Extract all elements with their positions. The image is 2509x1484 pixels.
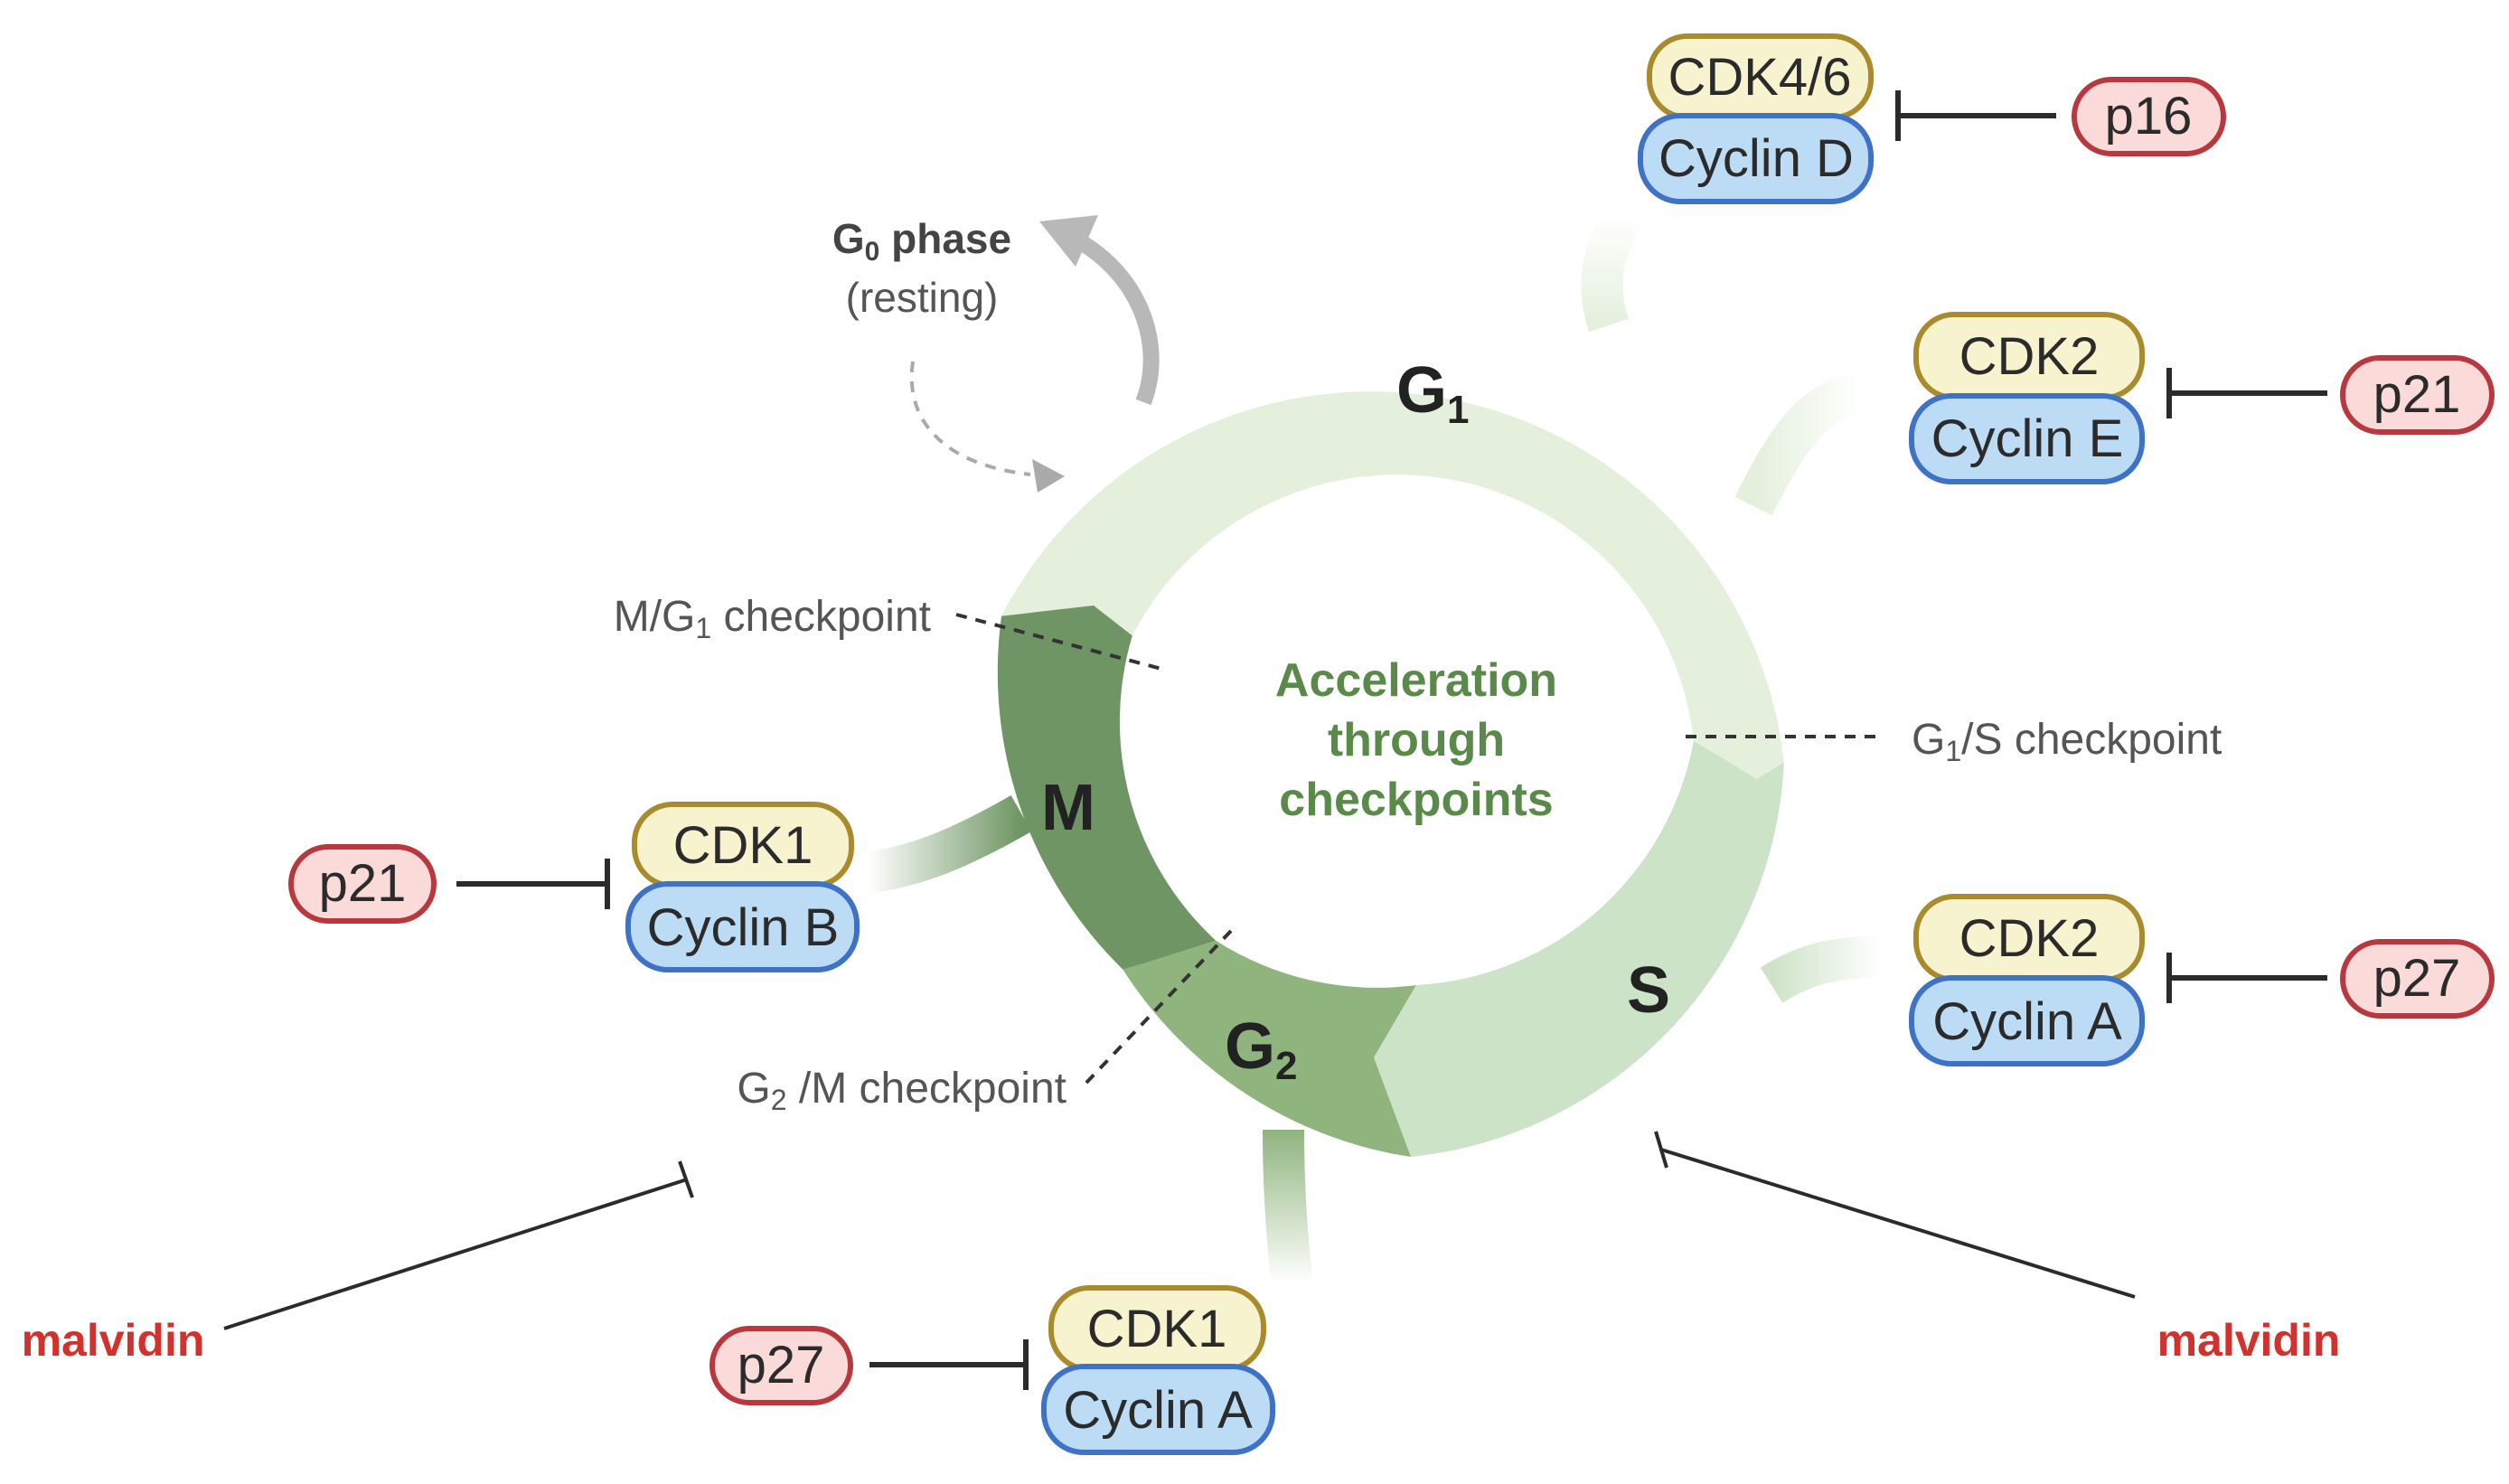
phase-segment-g2: [1123, 940, 1416, 1157]
cyclin-pill-cyclin-e: [1909, 393, 2145, 484]
inhibitor-pill-p21-e: [2340, 355, 2495, 435]
center-label-line2: through: [1328, 714, 1505, 766]
cyclin-label-cyclin-a-bottom: Cyclin A: [1063, 1381, 1253, 1440]
inhibition-line-p27-right: [2166, 953, 2327, 1003]
inhibitor-label-p21-b: p21: [319, 854, 407, 913]
stem-cyclin-a-right: [1760, 935, 1881, 1003]
phase-label-g1: G1: [1396, 354, 1470, 432]
checkpoint-line-g2m: [1083, 929, 1233, 1086]
g0-return-arrow: [909, 361, 1031, 476]
complex-cdk1-cyclin-a: CDK1 Cyclin A p27: [709, 1285, 1275, 1455]
cyclin-pill-cyclin-a-bottom: [1041, 1364, 1275, 1455]
complex-cdk1-cyclin-b: CDK1 Cyclin B p21: [288, 802, 860, 972]
cyclin-label-cyclin-b: Cyclin B: [647, 898, 840, 957]
inhibitor-label-p27-right: p27: [2373, 949, 2461, 1008]
inhibition-line-p27-bottom: [869, 1339, 1029, 1390]
g0-phase-title: G0 phase: [832, 215, 1011, 267]
malvidin-right-label: malvidin: [2157, 1315, 2341, 1366]
cdk-label-cdk2-a: CDK2: [1959, 909, 2100, 968]
center-label-line1: Acceleration: [1275, 654, 1557, 707]
phase-segment-g1: [1001, 391, 1784, 779]
g0-exit-arrowhead: [1039, 215, 1098, 267]
cyclin-pill-cyclin-a-right: [1909, 975, 2145, 1066]
malvidin-right-inhibition-line: [1654, 1131, 2136, 1299]
inhibitor-label-p16: p16: [2105, 87, 2193, 146]
phase-label-g2: G2: [1225, 1010, 1298, 1088]
cyclin-pill-cyclin-d: [1638, 113, 1874, 204]
inhibitor-label-p27-bottom: p27: [738, 1336, 825, 1395]
cyclin-label-cyclin-d: Cyclin D: [1659, 129, 1854, 188]
inhibition-line-p21-e: [2166, 368, 2327, 418]
g0-return-arrowhead: [1032, 459, 1065, 493]
stem-cyclin-e: [1734, 372, 1865, 516]
inhibitor-pill-p27-bottom: [709, 1326, 853, 1405]
complex-cdk46-cyclin-d: CDK4/6 Cyclin D p16: [1638, 33, 2226, 204]
phase-segment-s: [1374, 740, 1784, 1157]
cdk-label-cdk1-b: CDK1: [673, 816, 813, 875]
cdk-label-cdk1-a: CDK1: [1087, 1300, 1227, 1358]
phase-segment-m: [997, 606, 1217, 970]
cdk-label-cdk46: CDK4/6: [1668, 48, 1851, 107]
center-label-line3: checkpoints: [1279, 774, 1553, 826]
g0-exit-arrow: [1067, 229, 1160, 406]
malvidin-left-label: malvidin: [22, 1315, 205, 1366]
inhibitor-pill-p16: [2072, 77, 2226, 156]
inhibition-line-p16: [1895, 90, 2056, 141]
complex-cdk2-cyclin-e: CDK2 Cyclin E p21: [1909, 312, 2495, 484]
checkpoint-label-g2m: G2 /M checkpoint: [737, 1065, 1067, 1116]
phase-label-s: S: [1627, 954, 1670, 1027]
checkpoint-line-mg1: [955, 613, 1162, 671]
cyclin-label-cyclin-a-right: Cyclin A: [1932, 992, 2122, 1051]
stem-cyclin-a-bottom: [1263, 1129, 1313, 1286]
g0-phase-note: (resting): [846, 274, 999, 321]
inhibitor-pill-p27-right: [2340, 939, 2495, 1019]
cdk-label-cdk2-e: CDK2: [1959, 327, 2100, 386]
cyclin-pill-cyclin-b: [625, 881, 860, 972]
phase-label-m: M: [1041, 772, 1095, 844]
cyclin-label-cyclin-e: Cyclin E: [1931, 409, 2124, 468]
stem-cyclin-d: [1581, 207, 1641, 333]
checkpoint-label-mg1: M/G1 checkpoint: [614, 593, 931, 644]
inhibitor-pill-p21-b: [288, 844, 437, 924]
stem-cyclin-b: [865, 795, 1032, 893]
inhibition-line-p21-b: [456, 859, 610, 909]
malvidin-left-inhibition-line: [223, 1160, 694, 1330]
inhibitor-label-p21-e: p21: [2373, 365, 2461, 424]
checkpoint-label-g1s: G1/S checkpoint: [1912, 716, 2222, 767]
complex-cdk2-cyclin-a: CDK2 Cyclin A p27: [1909, 894, 2495, 1066]
